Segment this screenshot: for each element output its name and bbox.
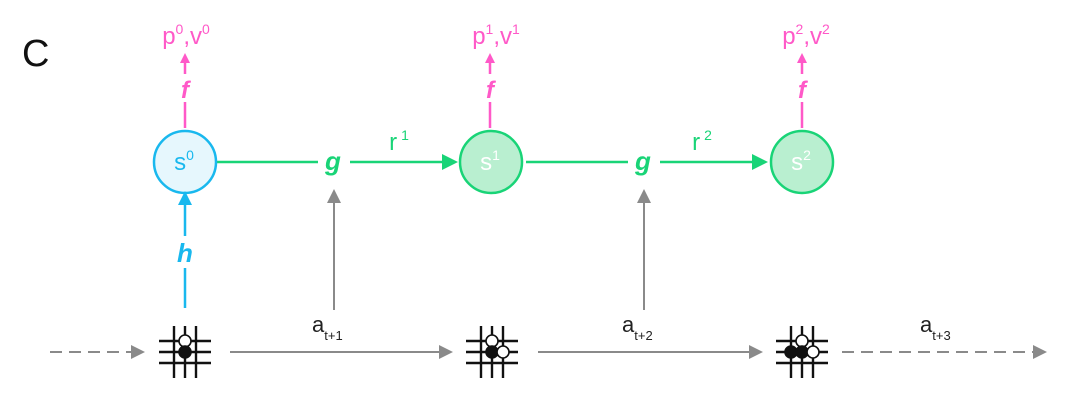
label-mask <box>481 74 499 102</box>
state-label-1: s1 <box>480 147 500 176</box>
prediction-block-1: p1,v1 f <box>472 21 520 128</box>
label-mask <box>176 74 194 102</box>
state-label-2: s2 <box>791 147 811 176</box>
state-node-1: s1 <box>458 129 524 195</box>
action-label-3: at+3 <box>920 312 951 343</box>
label-mask <box>793 74 811 102</box>
state-node-0: s0 <box>152 129 218 195</box>
prediction-block-2: p2,v2 f <box>782 21 830 128</box>
action-label-2: at+2 <box>622 312 653 343</box>
output-label-1: p1,v1 <box>472 21 520 50</box>
white-stone <box>496 345 510 359</box>
state-node-2: s2 <box>769 129 835 195</box>
function-label-f-1: f <box>486 77 496 104</box>
go-board-2 <box>776 326 828 378</box>
output-label-2: p2,v2 <box>782 21 830 50</box>
panel-label: C <box>22 33 49 75</box>
go-board-1 <box>466 326 518 378</box>
black-stone <box>178 345 192 359</box>
state-label-0: s0 <box>174 147 194 176</box>
prediction-block-0: p0,v0 f <box>162 21 210 128</box>
white-stone <box>806 345 820 359</box>
action-label-1: at+1 <box>312 312 343 343</box>
function-label-f-2: f <box>798 77 808 104</box>
go-board-0 <box>159 326 211 378</box>
function-label-g-0: g <box>324 146 341 176</box>
function-label-g-1: g <box>634 146 651 176</box>
output-label-0: p0,v0 <box>162 21 210 50</box>
function-label-h: h <box>177 238 193 268</box>
function-label-f-0: f <box>181 77 191 104</box>
label-mask <box>174 236 196 268</box>
